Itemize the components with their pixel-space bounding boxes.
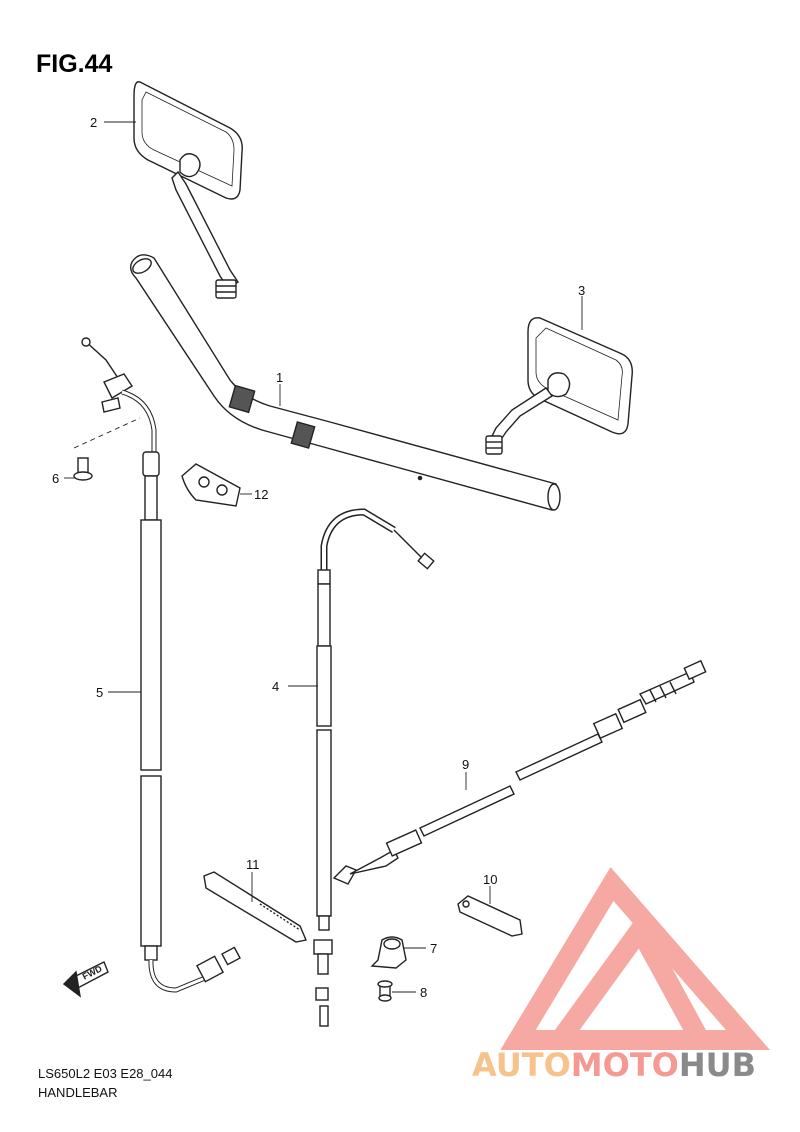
callout-7: 7: [430, 941, 438, 956]
watermark-part-auto: AUTO: [472, 1046, 571, 1084]
callout-3: 3: [578, 283, 586, 298]
throttle-cable-5[interactable]: [81, 337, 241, 993]
figure-title: FIG.44: [36, 50, 113, 78]
bolt-8[interactable]: [377, 980, 393, 1002]
clamp-10[interactable]: [457, 895, 523, 937]
callout-12: 12: [254, 487, 269, 502]
callout-8: 8: [420, 985, 428, 1000]
callout-9: 9: [462, 757, 470, 772]
callout-10: 10: [483, 872, 498, 887]
screw-6[interactable]: [73, 417, 141, 481]
throttle-cable-4[interactable]: [313, 508, 435, 1027]
leader-lines: [64, 121, 583, 993]
watermark-part-hub: HUB: [678, 1046, 757, 1084]
watermark-logo: [500, 867, 770, 1050]
fwd-arrow-icon: FWD: [62, 961, 109, 998]
callout-1: 1: [276, 370, 284, 385]
clamp-12[interactable]: [181, 463, 241, 507]
left-mirror[interactable]: [133, 81, 243, 299]
section-name: HANDLEBAR: [38, 1085, 118, 1100]
watermark-text: AUTOMOTOHUB: [472, 1046, 756, 1084]
handlebar[interactable]: [129, 254, 561, 511]
callout-5: 5: [96, 685, 104, 700]
callout-11: 11: [246, 857, 260, 872]
callout-2: 2: [90, 115, 98, 130]
callout-6: 6: [52, 471, 60, 486]
model-code: LS650L2 E03 E28_044: [38, 1066, 173, 1081]
clutch-cable-9[interactable]: [332, 659, 707, 885]
clamp-7[interactable]: [370, 936, 407, 969]
watermark-part-moto: MOTO: [570, 1046, 679, 1084]
right-mirror[interactable]: [485, 317, 633, 455]
callout-4: 4: [272, 679, 280, 694]
band-11[interactable]: [203, 871, 307, 943]
